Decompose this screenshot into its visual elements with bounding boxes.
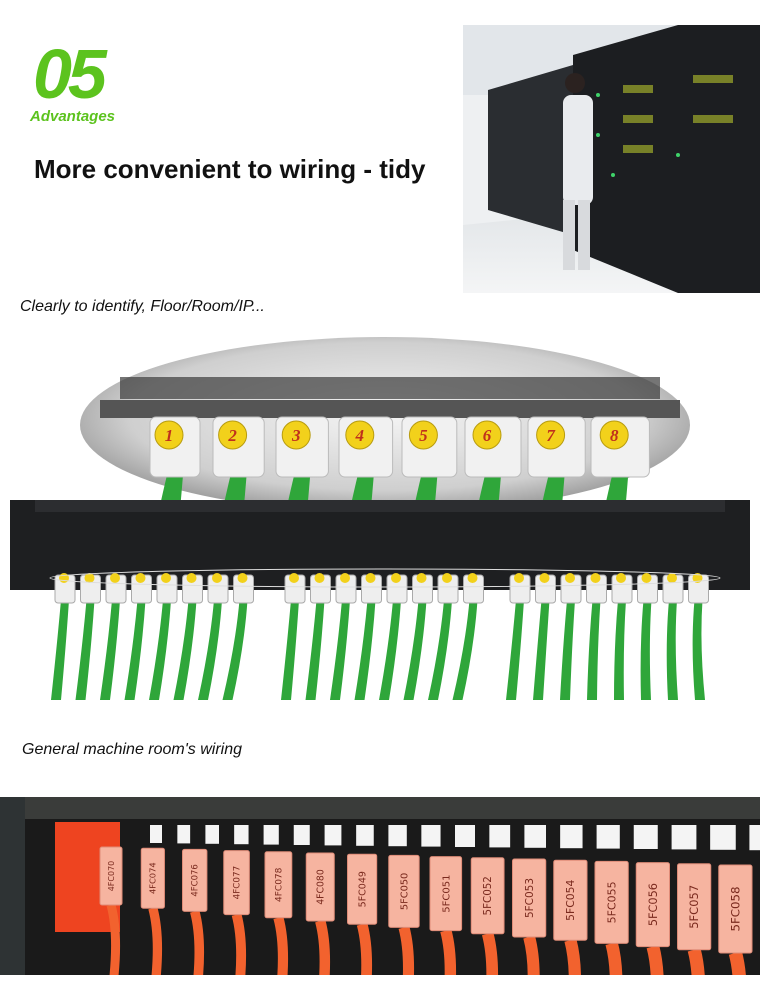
cable-tag: 5FC054 [553, 859, 588, 975]
port [560, 573, 582, 700]
empty-port [150, 825, 162, 843]
port [533, 573, 556, 700]
section-number: 05 [33, 35, 107, 113]
magnified-port-3: 3 [275, 416, 329, 520]
port-number: 3 [291, 426, 301, 445]
port [688, 573, 709, 700]
cable-tag: 4FC078 [264, 851, 293, 975]
empty-port [421, 825, 441, 847]
cable-tag: 5FC057 [677, 863, 712, 975]
port [403, 573, 433, 700]
tag-label: 4FC070 [107, 861, 116, 892]
port-number: 7 [546, 426, 556, 445]
caption-general: General machine room's wiring [22, 741, 243, 758]
tag-label: 5FC057 [687, 885, 701, 929]
port [124, 573, 152, 700]
port-number: 6 [483, 426, 492, 445]
empty-port [356, 825, 374, 846]
tag-label: 5FC055 [605, 881, 618, 923]
port [428, 573, 459, 700]
port [198, 573, 229, 700]
port [281, 573, 306, 700]
tag-label: 5FC053 [524, 878, 536, 918]
cable-tag: 4FC070 [99, 846, 123, 975]
port [506, 573, 531, 700]
port [51, 573, 76, 700]
cable-tag: 5FC049 [347, 853, 378, 975]
port [586, 573, 607, 700]
empty-port [234, 825, 249, 845]
section-subtitle: Advantages [30, 108, 116, 125]
cable-tag: 4FC077 [223, 850, 250, 975]
port-number: 8 [610, 426, 619, 445]
port-number: 2 [227, 426, 237, 445]
empty-port [671, 825, 697, 850]
cable-tag: 5FC051 [429, 856, 463, 975]
empty-port [710, 825, 736, 850]
empty-port [749, 825, 760, 851]
cable-tag: 5FC056 [635, 862, 670, 975]
port [173, 573, 203, 700]
cable-tag: 4FC080 [305, 852, 335, 975]
tag-label: 4FC074 [148, 862, 158, 894]
cable-tag: 5FC058 [718, 864, 753, 975]
port [330, 573, 357, 700]
cable-tag: 4FC076 [182, 848, 208, 975]
empty-port [324, 825, 342, 846]
port [149, 573, 178, 700]
empty-port [633, 825, 658, 849]
empty-port [596, 825, 620, 849]
empty-port [388, 825, 407, 847]
tag-label: 5FC056 [647, 883, 660, 926]
tag-label: 5FC052 [482, 876, 494, 915]
empty-port [455, 825, 475, 847]
port [452, 573, 484, 700]
empty-port [205, 825, 219, 844]
machine-room-photo: 4FC070 4FC074 4FC076 4FC077 4FC078 4FC080 5FC0… [0, 797, 760, 975]
page-title: More convenient to wiring - tidy [34, 154, 426, 184]
tag-label: 5FC051 [441, 875, 452, 913]
empty-port [560, 825, 583, 849]
empty-port [489, 825, 511, 848]
port [75, 573, 101, 700]
port [100, 573, 127, 700]
cable-tag: 5FC055 [594, 860, 629, 975]
port [354, 573, 382, 700]
port [222, 573, 254, 700]
empty-port [524, 825, 546, 848]
tag-label: 5FC049 [357, 871, 368, 907]
port [662, 573, 684, 700]
port-number: 4 [355, 426, 365, 445]
cable-tag: 5FC053 [512, 858, 547, 975]
port [305, 573, 331, 700]
port-number: 5 [419, 426, 428, 445]
empty-port [177, 825, 191, 844]
tag-label: 4FC078 [275, 867, 285, 902]
caption-labeled: Clearly to identify, Floor/Room/IP... [20, 298, 265, 315]
tag-label: 5FC054 [564, 879, 577, 920]
patch-panel-illustration: 1 2 3 4 5 6 7 8 [10, 337, 750, 700]
tag-label: 5FC058 [729, 886, 743, 931]
data-center-photo [463, 25, 760, 293]
port-number: 1 [165, 426, 174, 445]
tag-label: 4FC076 [191, 864, 201, 896]
empty-port [293, 825, 310, 845]
tag-label: 5FC050 [399, 873, 410, 910]
tag-label: 4FC080 [316, 869, 327, 905]
port [379, 573, 408, 700]
cable-tag: 5FC050 [388, 854, 420, 975]
cable-tag: 4FC074 [140, 847, 165, 975]
empty-port [263, 825, 279, 845]
cable-tag: 5FC052 [470, 857, 505, 975]
port [637, 573, 658, 700]
tag-label: 4FC077 [233, 866, 243, 900]
port [611, 573, 633, 700]
magnified-port-6: 6 [464, 416, 522, 520]
